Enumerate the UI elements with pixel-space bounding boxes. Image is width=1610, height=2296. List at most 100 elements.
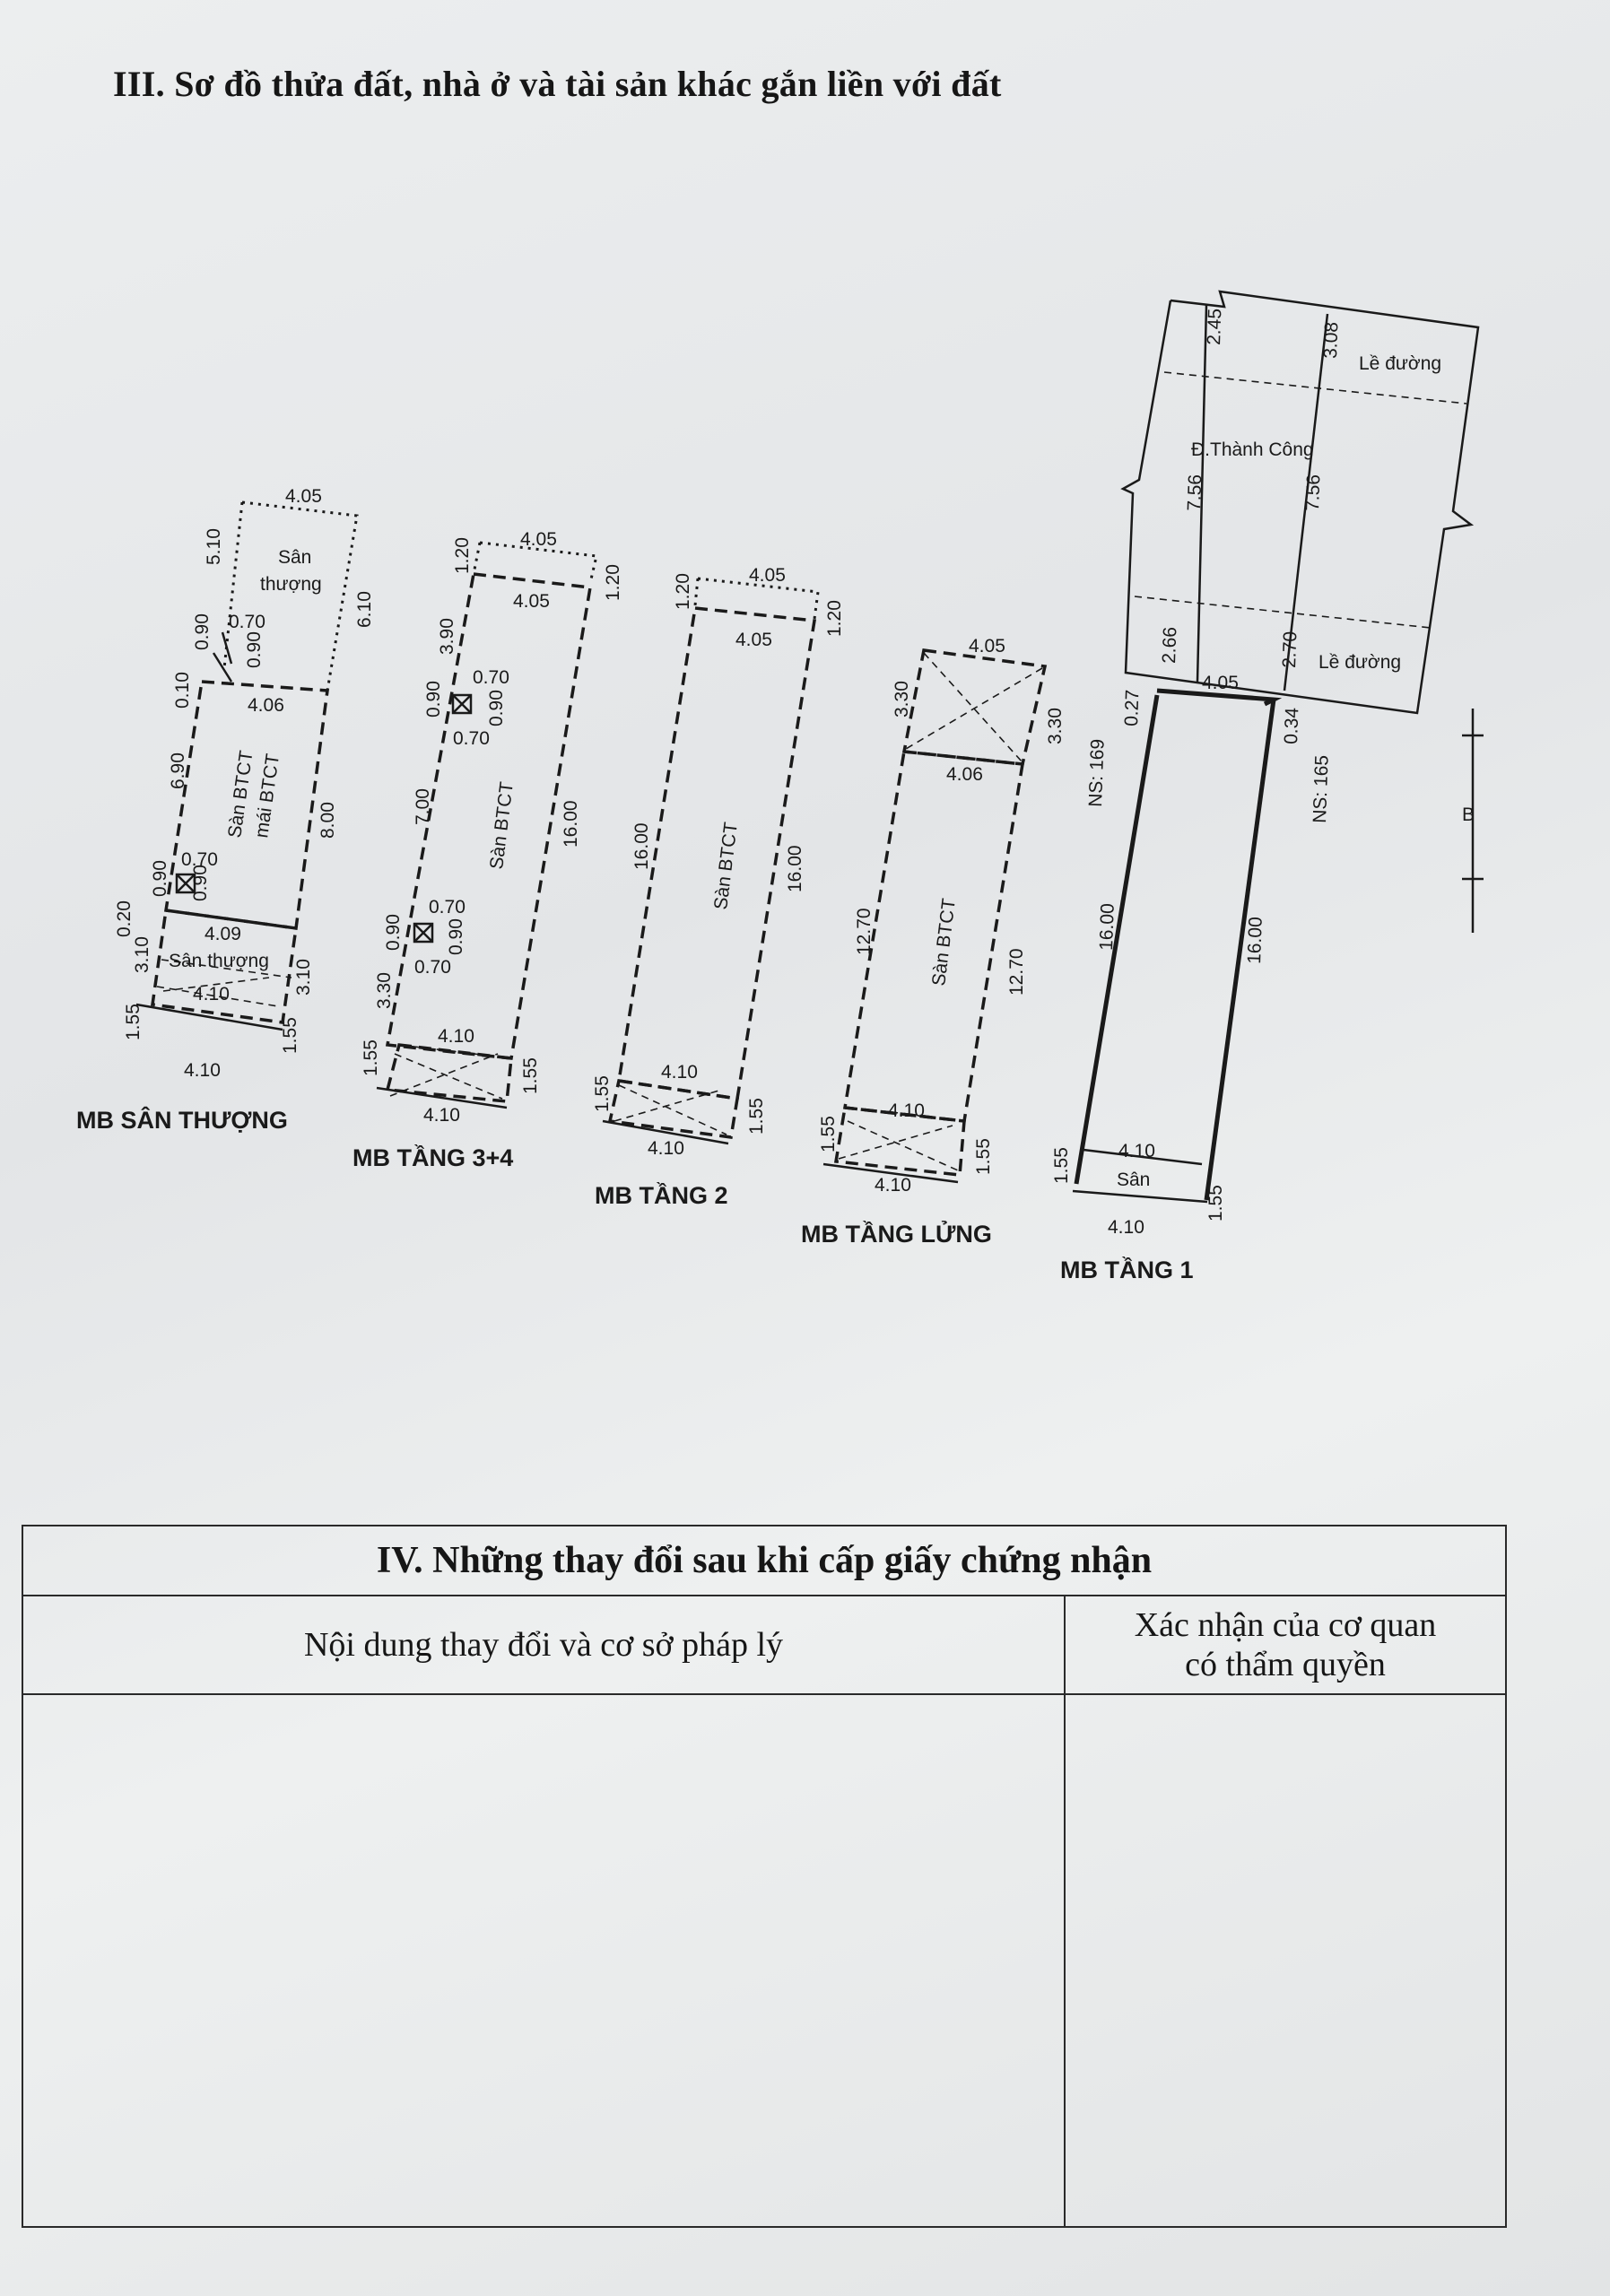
dim: 4.05: [520, 529, 557, 550]
plan-caption: MB TẦNG LỬNG: [801, 1219, 992, 1248]
dim: 3.10: [132, 936, 152, 973]
plan-label: Sân: [278, 547, 311, 568]
neighbor-label: NS: 169: [1085, 739, 1109, 808]
dim: 4.10: [423, 1105, 460, 1126]
section-4-title: IV. Những thay đổi sau khi cấp giấy chứn…: [22, 1525, 1507, 1596]
dim: 0.90: [446, 918, 466, 955]
dim: 4.10: [648, 1138, 684, 1159]
plan-san-thuong: 4.05 Sân thượng 0.70 5.10 6.10 0.90 0.90…: [76, 486, 375, 1134]
dim: 1.55: [1205, 1185, 1226, 1222]
dim: 4.05: [513, 591, 550, 612]
dim: 3.90: [437, 618, 457, 655]
dim: 4.06: [248, 695, 284, 716]
dim: 4.10: [184, 1060, 221, 1081]
dim: 3.30: [1045, 708, 1066, 744]
dim: 4.05: [735, 630, 772, 650]
dim: 7.00: [413, 788, 433, 825]
dim: 1.20: [603, 564, 623, 601]
floor-plans-drawing: 4.05 Sân thượng 0.70 5.10 6.10 0.90 0.90…: [76, 290, 1484, 1283]
dim: 1.20: [673, 573, 693, 610]
dim: 0.34: [1281, 707, 1302, 744]
dim: 2.45: [1204, 309, 1225, 346]
dim: 0.90: [423, 681, 444, 718]
plan-label: Sàn BTCT: [710, 821, 742, 910]
confirmation-cell[interactable]: [1064, 1693, 1507, 2228]
dim: 1.55: [520, 1057, 541, 1094]
road-label: Đ.Thành Công: [1191, 439, 1314, 460]
dim: 16.00: [561, 800, 581, 848]
dim: 4.10: [1108, 1217, 1144, 1238]
dim: 12.70: [1006, 948, 1027, 996]
column-header-line: Xác nhận của cơ quan: [1134, 1606, 1437, 1644]
section-3-title: III. Sơ đồ thửa đất, nhà ở và tài sản kh…: [113, 64, 1002, 104]
column-header-line: có thẩm quyền: [1185, 1646, 1386, 1683]
dim: 0.20: [114, 900, 135, 937]
north-letter: B: [1462, 804, 1475, 825]
dim: 6.10: [354, 591, 375, 628]
dim: 4.10: [438, 1026, 474, 1047]
dim: 0.90: [244, 631, 265, 668]
plan-tang-1: 2.45 3.08 Lề đường Đ.Thành Công 7.56 7.5…: [1051, 290, 1480, 1283]
dim: 0.70: [181, 849, 218, 870]
plan-caption: MB TẦNG 1: [1060, 1256, 1194, 1283]
dim: 3.30: [892, 681, 912, 718]
plan-caption: MB TẦNG 3+4: [352, 1144, 513, 1171]
dim: 3.10: [293, 959, 314, 996]
plan-label: Sàn BTCT: [928, 897, 960, 987]
dim: 7.56: [1184, 474, 1205, 512]
changes-table: IV. Những thay đổi sau khi cấp giấy chứn…: [22, 1525, 1507, 2228]
dim: 8.00: [318, 802, 338, 839]
dim: 1.55: [123, 1004, 144, 1040]
plan-label: thượng: [260, 574, 322, 595]
dim: 2.70: [1279, 631, 1301, 669]
dim: 4.05: [1202, 673, 1239, 693]
dim: 4.09: [205, 924, 241, 944]
plan-label: Sân thượng: [169, 951, 269, 971]
sidewalk-label: Lề đường: [1318, 652, 1401, 673]
yard-label: Sân: [1117, 1170, 1150, 1190]
dim: 0.10: [172, 672, 193, 709]
neighbor-label: NS: 165: [1310, 755, 1333, 824]
dim: 4.10: [661, 1062, 698, 1083]
dim: 1.55: [592, 1075, 613, 1112]
sidewalk-label: Lề đường: [1359, 353, 1441, 374]
dim: 4.05: [749, 565, 786, 586]
dim: 0.90: [192, 613, 213, 650]
plan-label: Sàn BTCT: [486, 780, 518, 870]
dim: 1.55: [746, 1098, 767, 1135]
dim: 0.70: [429, 897, 466, 918]
changes-content-cell[interactable]: [22, 1693, 1066, 2228]
plan-tang-2: 4.05 1.20 1.20 4.05 16.00 Sàn BTCT 16.00…: [592, 565, 845, 1209]
north-arrow-icon: B: [1462, 709, 1484, 933]
dim: 0.90: [150, 860, 170, 897]
plan-caption: MB SÂN THƯỢNG: [76, 1106, 288, 1134]
dim: 4.10: [193, 984, 230, 1004]
dim: 3.08: [1320, 322, 1342, 360]
dim: 4.06: [946, 764, 983, 785]
column-header-changes: Nội dung thay đổi và cơ sở pháp lý: [22, 1595, 1066, 1695]
dim: 0.90: [190, 865, 211, 901]
dim: 3.30: [374, 972, 395, 1009]
plan-label: mái BTCT: [251, 752, 283, 839]
dim: 1.55: [361, 1039, 381, 1076]
dim: 16.00: [1244, 917, 1266, 964]
plan-tang-3-4: 4.05 1.20 1.20 4.05 3.90 0.90 0.70 0.90 …: [352, 529, 623, 1171]
dim: 4.10: [875, 1175, 911, 1196]
plan-caption: MB TẦNG 2: [595, 1181, 728, 1209]
dim: 1.55: [1051, 1147, 1072, 1184]
dim: 4.05: [969, 636, 1005, 657]
dim: 1.55: [280, 1017, 300, 1054]
dim: 1.55: [973, 1138, 994, 1175]
dim: 0.70: [473, 667, 509, 688]
dim: 4.05: [285, 486, 322, 507]
dim: 12.70: [854, 908, 875, 955]
plan-tang-lung: 4.05 3.30 3.30 4.06 12.70 Sàn BTCT 12.70…: [801, 636, 1066, 1248]
dim: 1.55: [818, 1116, 839, 1152]
dim: 0.90: [486, 690, 507, 726]
dim: 0.90: [383, 914, 404, 951]
dim: 5.10: [204, 528, 224, 565]
dim: 0.27: [1121, 690, 1143, 727]
column-header-confirmation: Xác nhận của cơ quan có thẩm quyền: [1064, 1595, 1507, 1695]
dim: 4.10: [888, 1100, 925, 1121]
